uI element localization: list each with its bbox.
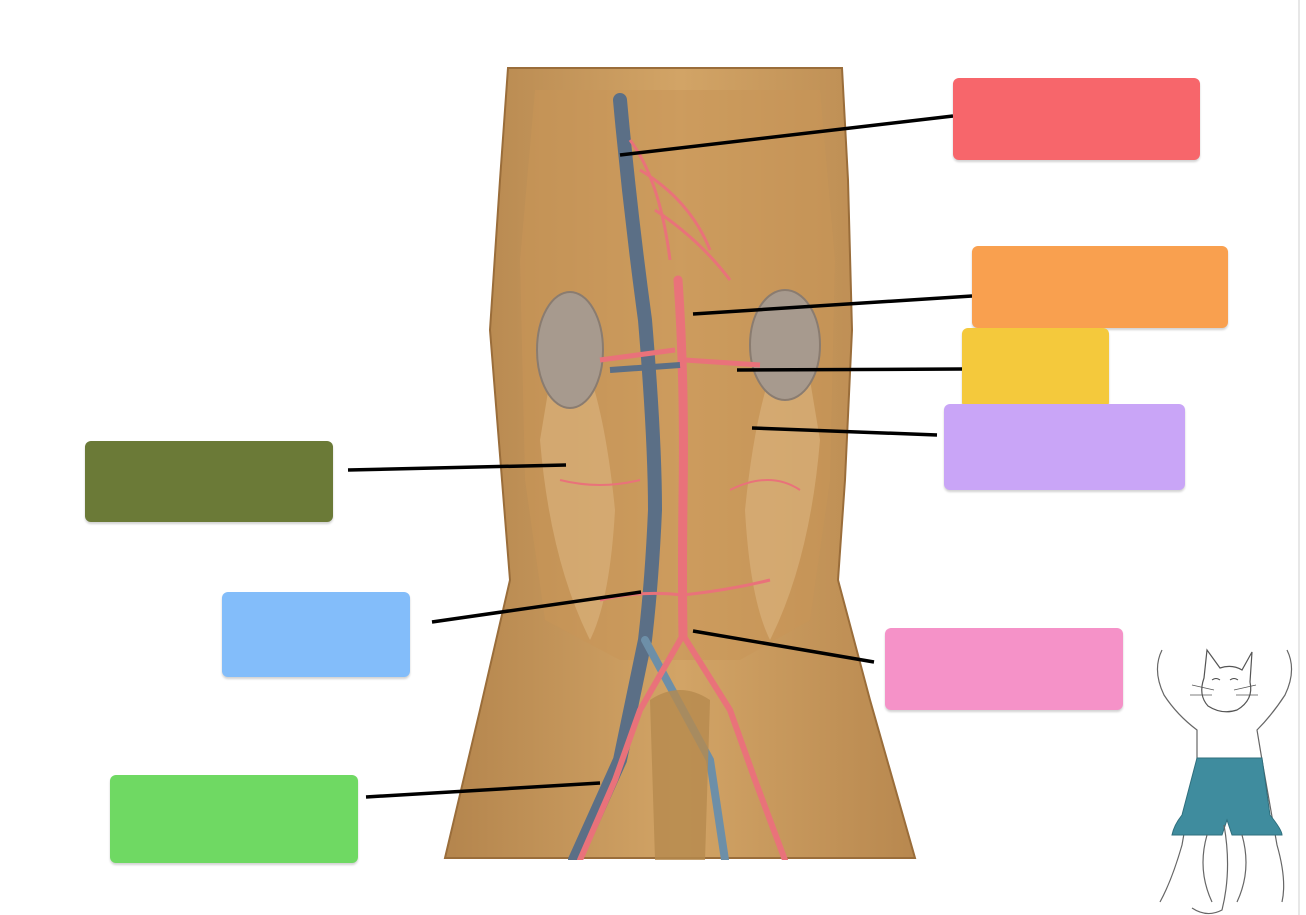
page-right-edge [1298, 0, 1300, 915]
left-kidney [536, 291, 604, 409]
label-box-7[interactable] [885, 628, 1123, 710]
label-box-1[interactable] [953, 78, 1200, 160]
label-box-5[interactable] [85, 441, 333, 522]
cat-mascot-icon [1156, 648, 1293, 915]
label-box-4[interactable] [944, 404, 1185, 490]
label-box-6[interactable] [222, 592, 410, 677]
anatomy-specimen-image [443, 67, 917, 860]
label-box-8[interactable] [110, 775, 358, 863]
label-box-2[interactable] [972, 246, 1228, 328]
label-box-3[interactable] [962, 328, 1109, 408]
right-kidney [749, 289, 821, 401]
